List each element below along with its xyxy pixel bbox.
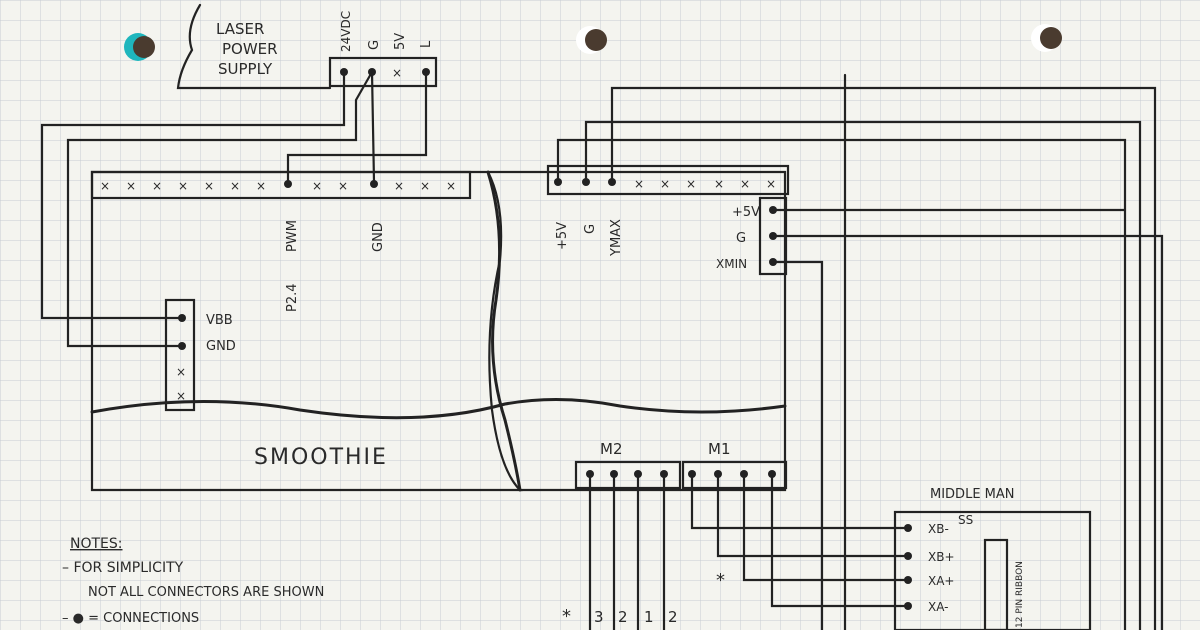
wire-xa-plus xyxy=(742,470,910,582)
board-break-vertical xyxy=(486,170,522,492)
wire-5v-top xyxy=(556,138,1127,630)
wire-l-pwm xyxy=(286,70,428,184)
smoothie-top-header xyxy=(90,170,472,200)
board-break-line xyxy=(90,397,787,420)
power-supply-connector xyxy=(328,56,438,88)
smoothie-title: SMOOTHIE xyxy=(254,445,388,470)
top-header-mark: × xyxy=(152,179,162,193)
psu-pin-5v: 5V xyxy=(393,33,408,50)
top-header-mark: × xyxy=(312,179,322,193)
psu-title-line2: POWER xyxy=(222,40,278,58)
right-header-mark: × xyxy=(686,177,696,191)
middle-man-pin-xb-minus: XB- xyxy=(928,522,949,536)
m2-wire-label: 3 xyxy=(594,608,604,626)
wire-xmin xyxy=(771,260,824,630)
label-pwm: PWM xyxy=(285,220,300,252)
top-header-mark: × xyxy=(420,179,430,193)
left-conn-mark: × xyxy=(176,389,186,403)
left-conn-mark: × xyxy=(176,365,186,379)
side-label-5v: +5V xyxy=(732,205,760,220)
psu-pin-g: G xyxy=(367,40,382,50)
notes-line-3: – ● = CONNECTIONS xyxy=(62,611,199,626)
psu-pin-24vdc: 24VDC xyxy=(339,11,353,52)
label-gnd-top: GND xyxy=(371,222,386,252)
star-mark-xa: * xyxy=(716,570,725,591)
smoothie-board-left xyxy=(90,170,523,492)
psu-title-line3: SUPPLY xyxy=(218,60,273,78)
label-p2-4: P2.4 xyxy=(285,283,300,312)
m2-connector xyxy=(574,460,682,490)
notes-line-1: – FOR SIMPLICITY xyxy=(62,560,184,576)
psu-title-line1: LASER xyxy=(216,20,264,38)
label-gnd-left: GND xyxy=(206,339,236,354)
side-label-g: G xyxy=(736,231,746,246)
top-header-mark: × xyxy=(446,179,456,193)
ribbon-label: 12 PIN RIBBON xyxy=(1015,561,1025,628)
star-mark-m2: * xyxy=(562,606,571,627)
wire-g-top xyxy=(584,120,1142,630)
label-ymax: YMAX xyxy=(609,219,624,257)
notes-line-2: NOT ALL CONNECTORS ARE SHOWN xyxy=(88,585,324,600)
label-plus-5v: +5V xyxy=(555,222,570,250)
notes-title: NOTES: xyxy=(70,536,123,552)
middle-man-marker: SS xyxy=(958,513,973,527)
right-header-mark: × xyxy=(740,177,750,191)
top-header-mark: × xyxy=(100,179,110,193)
smoothie-right-header xyxy=(546,164,790,196)
middle-man-pin-xa-plus: XA+ xyxy=(928,574,954,588)
top-header-mark: × xyxy=(338,179,348,193)
right-header-mark: × xyxy=(660,177,670,191)
power-supply-outline xyxy=(176,3,332,90)
smoothie-left-connector xyxy=(164,298,196,412)
middle-man-pin-xb-plus: XB+ xyxy=(928,550,955,564)
top-header-mark: × xyxy=(230,179,240,193)
wire-side-g xyxy=(771,234,1164,630)
m2-wire-label: 2 xyxy=(668,608,678,626)
middle-man-title: MIDDLE MAN xyxy=(930,487,1015,502)
wire-ymax xyxy=(610,86,1157,630)
top-header-mark: × xyxy=(256,179,266,193)
top-header-mark: × xyxy=(126,179,136,193)
m2-wire-label: 1 xyxy=(644,608,654,626)
label-g: G xyxy=(583,224,598,234)
wire-g-gnd xyxy=(66,70,374,348)
wire-xa-minus xyxy=(770,470,910,608)
smoothie-board-right xyxy=(486,170,787,492)
middle-man-box xyxy=(893,510,1092,630)
ribbon-connector xyxy=(983,538,1009,630)
wire-xb-plus xyxy=(716,470,910,558)
motor-label-m1: M1 xyxy=(708,440,731,458)
top-header-marks: × × × × × × × × × × × × xyxy=(100,179,456,193)
m2-wires xyxy=(588,470,666,630)
top-header-mark: × xyxy=(178,179,188,193)
middle-man-pin-xa-minus: XA- xyxy=(928,600,949,614)
right-header-mark: × xyxy=(634,177,644,191)
side-label-xmin: XMIN xyxy=(716,257,747,271)
right-header-mark: × xyxy=(766,177,776,191)
label-vbb: VBB xyxy=(206,313,233,328)
motor-label-m2: M2 xyxy=(600,440,623,458)
psu-pin-mark-5v: × xyxy=(392,66,402,80)
psu-pin-l: L xyxy=(419,40,434,48)
top-header-mark: × xyxy=(204,179,214,193)
m1-connector xyxy=(681,460,788,490)
wire-24v-vbb xyxy=(40,70,346,320)
top-header-mark: × xyxy=(394,179,404,193)
wire-xb-minus xyxy=(690,470,910,530)
wire-g-smoothie-gnd xyxy=(370,70,376,184)
m2-wire-label: 2 xyxy=(618,608,628,626)
right-header-mark: × xyxy=(714,177,724,191)
